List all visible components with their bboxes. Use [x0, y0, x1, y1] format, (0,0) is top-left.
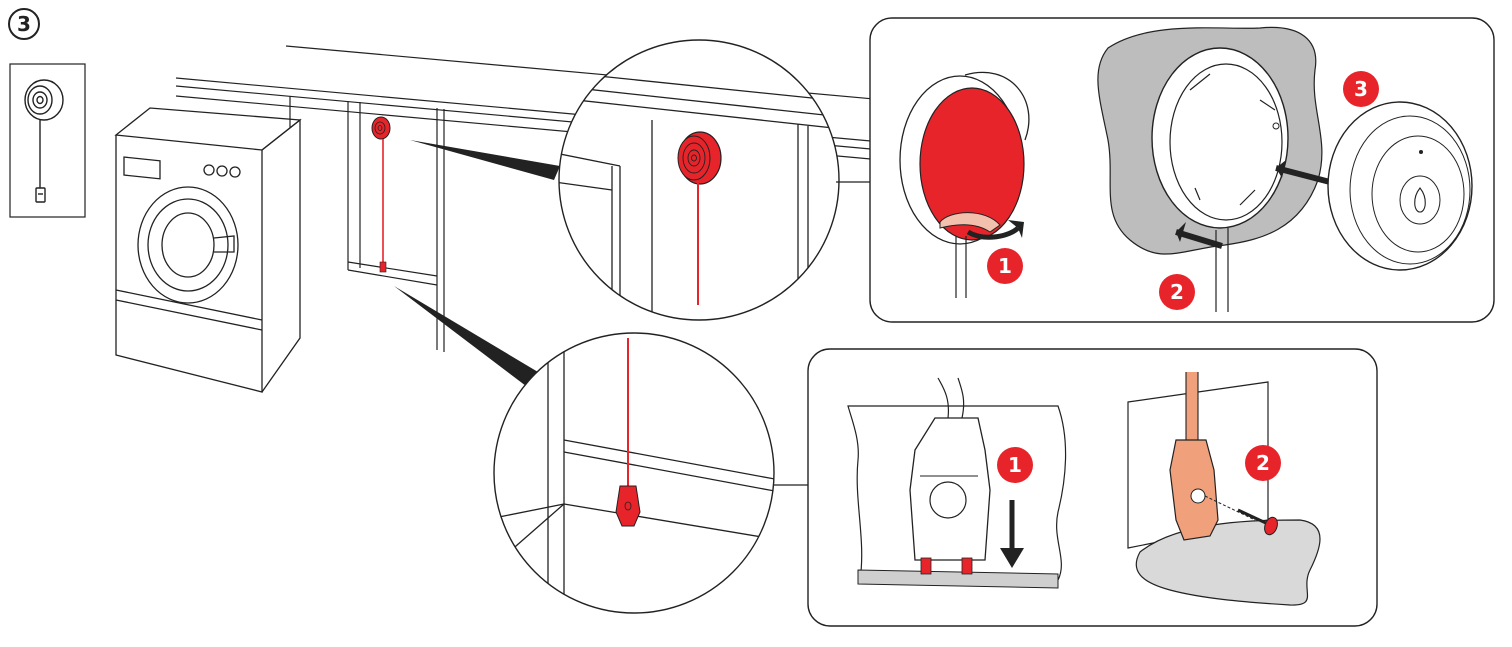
svg-text:3: 3: [1354, 77, 1368, 101]
washing-machine: [116, 108, 300, 392]
leak-sensor-disc: [1328, 102, 1472, 270]
step-number: 3: [17, 12, 31, 36]
badge-top-3: 3: [1343, 71, 1379, 107]
panel-mount-probe: 1 2: [808, 349, 1377, 626]
svg-text:1: 1: [998, 254, 1012, 278]
svg-text:2: 2: [1170, 280, 1184, 304]
zoom-wedge-bottom: [394, 286, 538, 386]
badge-bottom-1: 1: [997, 447, 1033, 483]
zoom-circle-sensor: [540, 40, 870, 330]
product-thumbnail: [10, 64, 85, 217]
badge-bottom-2: 2: [1245, 445, 1281, 481]
panel-mount-sensor: 1 2 3: [870, 18, 1494, 322]
zoom-circle-probe: [494, 333, 780, 613]
svg-text:1: 1: [1008, 453, 1022, 477]
badge-top-2: 2: [1159, 274, 1195, 310]
probe-floor-contact: [848, 378, 1066, 588]
zoom-wedge-top: [410, 140, 560, 180]
badge-top-1: 1: [987, 248, 1023, 284]
step-number-badge: 3: [9, 9, 39, 39]
svg-text:2: 2: [1256, 451, 1270, 475]
mounted-sensor-small: [372, 117, 390, 272]
